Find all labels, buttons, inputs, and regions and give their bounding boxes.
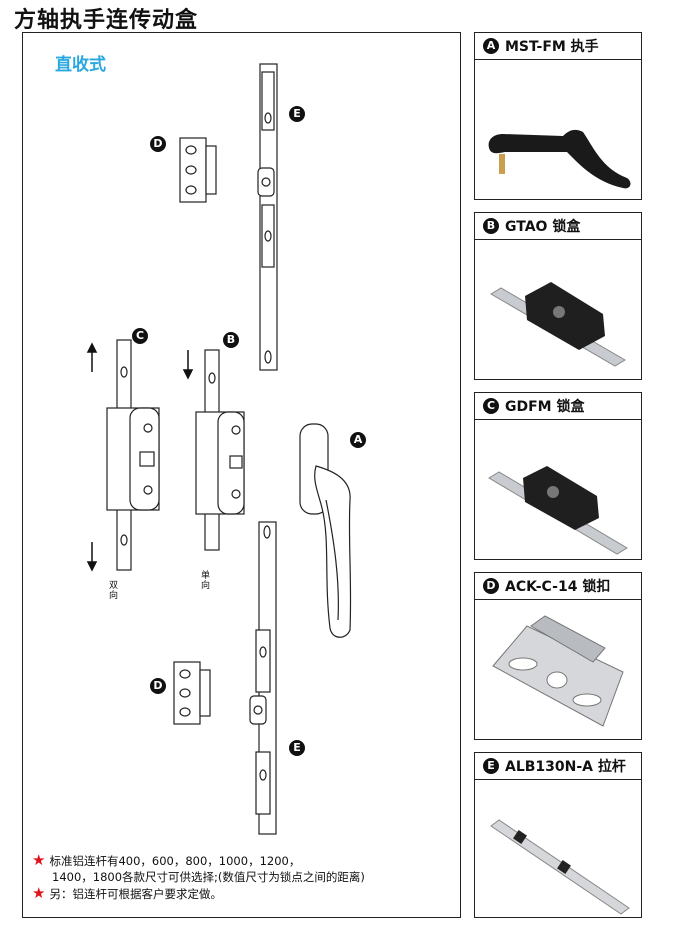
card-tag: B [483,218,499,234]
card-gearbox-gdfm: C GDFM 锁盒 [474,392,642,560]
note-line-3: ★另：铝连杆可根据客户要求定做。 [32,884,222,902]
direction-arrows [86,342,194,572]
tag-e-bottom: E [289,740,305,756]
gtao-image [490,282,626,367]
card-gearbox-gtao: B GTAO 锁盒 [474,212,642,380]
drawing-subtitle: 直收式 [55,55,106,75]
label-single-direction: 单向 [199,570,209,590]
tag-d-top: D [150,136,166,152]
keeper-bottom [173,661,211,725]
card-keeper: D ACK-C-14 锁扣 [474,572,642,740]
card-label: GTAO 锁盒 [505,219,581,235]
connecting-rod-top [257,63,278,371]
card-label: ALB130N-A 拉杆 [505,759,626,775]
card-connecting-rod: E ALB130N-A 拉杆 [474,752,642,918]
card-label: ACK-C-14 锁扣 [505,579,611,595]
card-tag: C [483,398,499,414]
tag-a: A [350,432,366,448]
note-line-1: ★标准铝连杆有400，600，800，1000，1200， [32,851,301,869]
keeper-top [179,137,217,203]
tag-b: B [223,332,239,348]
gearbox-single [195,349,245,551]
tag-c: C [132,328,148,344]
handle-image [488,129,631,189]
card-handle: A MST-FM 执手 [474,32,642,200]
card-tag: A [483,38,499,54]
card-tag: D [483,578,499,594]
tag-e-top: E [289,106,305,122]
star-icon: ★ [32,851,46,869]
connecting-rod-bottom [249,521,277,835]
note-line-2: 1400，1800各款尺寸可供选择;(数值尺寸为锁点之间的距离) [52,870,365,884]
notes: ★标准铝连杆有400，600，800，1000，1200， 1400，1800各… [32,852,365,902]
card-label: GDFM 锁盒 [505,399,585,415]
gdfm-image [488,466,628,555]
main-drawing-frame [22,32,461,918]
keeper-image [492,615,624,727]
star-icon: ★ [32,884,46,902]
label-double-direction: 双向 [107,580,117,600]
card-label: MST-FM 执手 [505,39,599,55]
rod-image [490,819,630,915]
gearbox-double [106,339,160,571]
tag-d-bottom: D [150,678,166,694]
page-title: 方轴执手连传动盒 [14,8,199,33]
card-tag: E [483,758,499,774]
handle-drawing [299,423,352,638]
